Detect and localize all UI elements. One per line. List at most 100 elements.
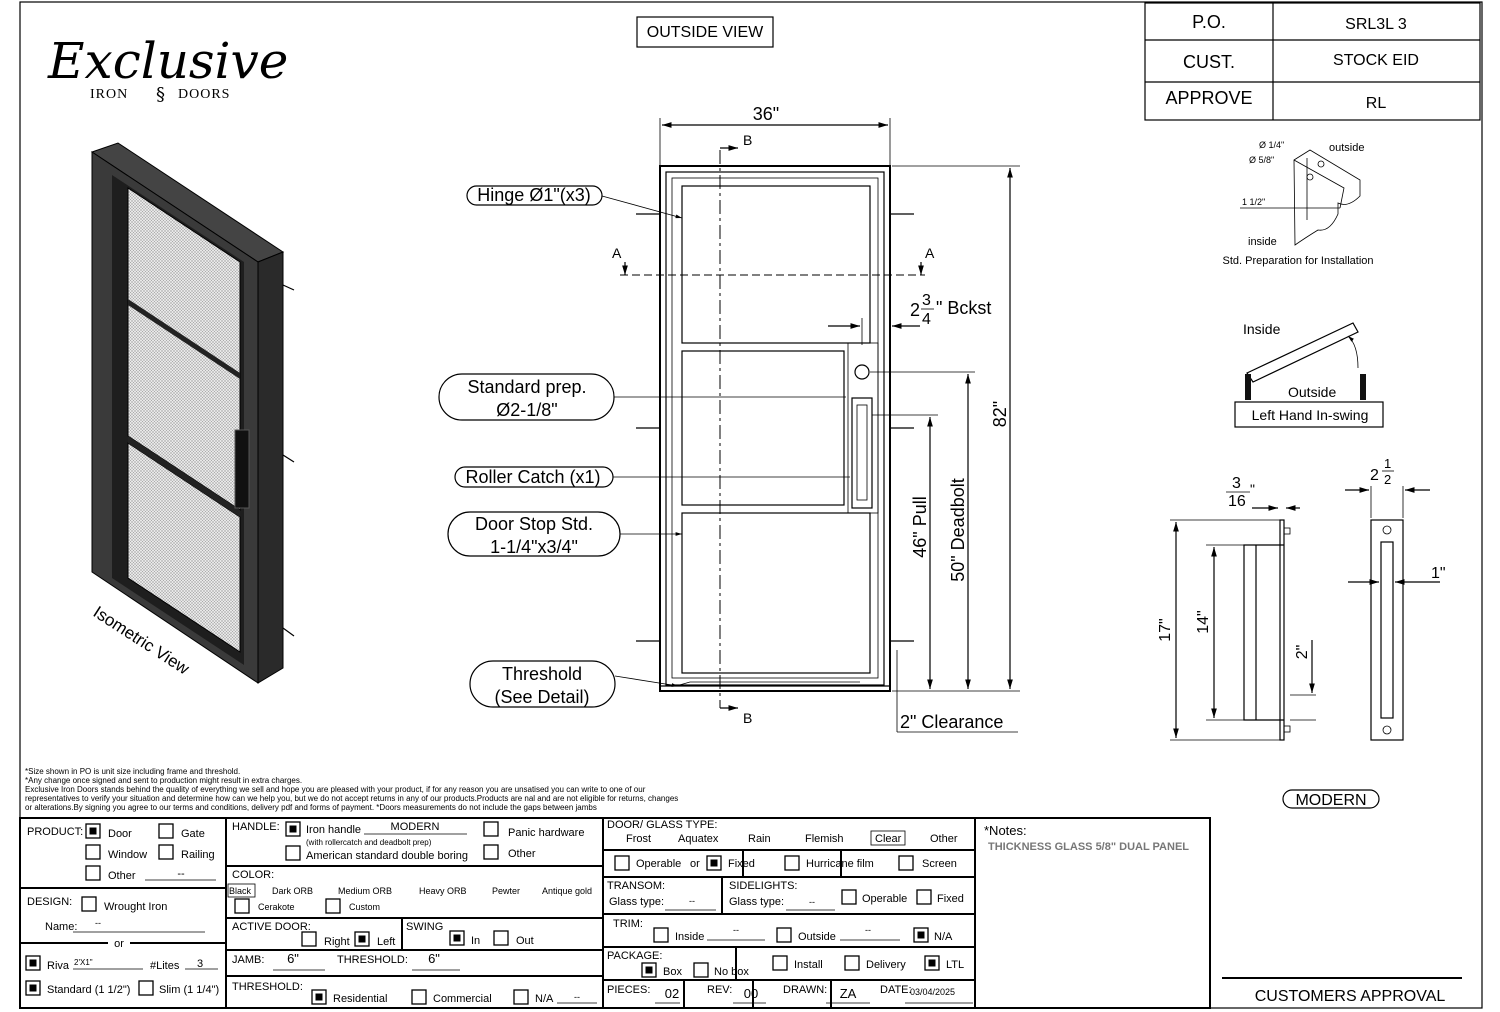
checkbox-fixed[interactable] xyxy=(706,855,722,871)
checkbox-box[interactable] xyxy=(483,821,499,837)
checkbox-box[interactable] xyxy=(693,962,709,978)
checkbox-window[interactable] xyxy=(85,844,101,860)
checkbox-box[interactable] xyxy=(844,955,860,971)
checkbox-american-standard[interactable] xyxy=(285,845,301,861)
svg-text:IRON: IRON xyxy=(90,87,128,102)
checkbox-box[interactable] xyxy=(493,930,509,946)
checkbox-box[interactable] xyxy=(81,896,97,912)
checkbox-product-other[interactable] xyxy=(85,865,101,881)
checkbox-ltl[interactable] xyxy=(924,955,940,971)
checkbox-box[interactable] xyxy=(411,989,427,1005)
svg-text:Door Stop Std.: Door Stop Std. xyxy=(475,514,593,534)
checkbox-box[interactable] xyxy=(138,980,154,996)
checkbox-box[interactable] xyxy=(483,844,499,860)
checkbox-box[interactable] xyxy=(898,855,914,871)
checkbox-door[interactable] xyxy=(85,823,101,839)
checkbox-screen[interactable] xyxy=(898,855,914,871)
svg-text:No box: No box xyxy=(714,966,749,978)
checkbox-trim-na[interactable] xyxy=(913,927,929,943)
checkbox-box[interactable] xyxy=(641,962,657,978)
svg-text:DATE:: DATE: xyxy=(880,984,912,996)
checkbox-swing-in[interactable] xyxy=(449,930,465,946)
checkbox-box[interactable] xyxy=(325,898,341,914)
checkbox-slim-frame[interactable] xyxy=(138,980,154,996)
checkbox-hurricane-film[interactable] xyxy=(784,855,800,871)
glass-option-rain[interactable]: Rain xyxy=(748,833,771,845)
door-elevation: B B A A 36" 82" 50" Deadbolt 46" Pull 2 … xyxy=(438,104,1020,733)
checkbox-box[interactable] xyxy=(85,865,101,881)
checkbox-trim-inside[interactable] xyxy=(653,927,669,943)
checkbox-sidelight-operable[interactable] xyxy=(841,889,857,905)
checkbox-iron-handle[interactable] xyxy=(285,821,301,837)
svg-text:TRIM:: TRIM: xyxy=(613,918,643,930)
color-option-heavy-orb[interactable]: Heavy ORB xyxy=(419,886,467,896)
color-option-antique-gold[interactable]: Antique gold xyxy=(542,886,592,896)
svg-text:THRESHOLD:: THRESHOLD: xyxy=(337,954,408,966)
svg-text:B: B xyxy=(743,710,752,726)
checkbox-box[interactable] xyxy=(513,989,529,1005)
checkbox-swing-out[interactable] xyxy=(493,930,509,946)
checkbox-box[interactable] xyxy=(301,931,317,947)
checkbox-operable[interactable] xyxy=(614,855,630,871)
svg-text:JAMB:: JAMB: xyxy=(232,954,264,966)
checkbox-residential[interactable] xyxy=(311,989,327,1005)
color-option-medium-orb[interactable]: Medium ORB xyxy=(338,886,392,896)
checkbox-panic-hardware[interactable] xyxy=(483,821,499,837)
color-option-pewter[interactable]: Pewter xyxy=(492,886,520,896)
checkbox-railing[interactable] xyxy=(158,844,174,860)
checkbox-box[interactable] xyxy=(841,889,857,905)
glass-option-other[interactable]: Other xyxy=(930,833,958,845)
checkbox-active-right[interactable] xyxy=(301,931,317,947)
checkbox-riva[interactable] xyxy=(25,955,41,971)
checkbox-no-box[interactable] xyxy=(693,962,709,978)
checkbox-wrought-iron[interactable] xyxy=(81,896,97,912)
glass-option-aquatex[interactable]: Aquatex xyxy=(678,833,719,845)
glass-option-frost[interactable]: Frost xyxy=(626,833,651,845)
height-dimension: 82" xyxy=(990,401,1010,427)
svg-text:Door: Door xyxy=(108,828,132,840)
svg-text:Gate: Gate xyxy=(181,828,205,840)
checkbox-box[interactable] xyxy=(772,955,788,971)
svg-text:--: -- xyxy=(574,992,580,1002)
checkmark-fill-icon xyxy=(289,825,297,833)
svg-text:Custom: Custom xyxy=(349,902,380,912)
checkbox-gate[interactable] xyxy=(158,823,174,839)
checkbox-box[interactable] xyxy=(234,898,250,914)
checkbox-standard-frame[interactable] xyxy=(25,980,41,996)
checkbox-box[interactable] xyxy=(614,855,630,871)
checkbox-cerakote[interactable] xyxy=(234,898,250,914)
checkbox-trim-outside[interactable] xyxy=(776,927,792,943)
checkbox-install[interactable] xyxy=(772,955,788,971)
glass-option-clear[interactable]: Clear xyxy=(875,833,902,845)
checkbox-handle-other[interactable] xyxy=(483,844,499,860)
svg-text:Exclusive: Exclusive xyxy=(47,32,288,90)
svg-text:3: 3 xyxy=(1232,475,1241,492)
checkbox-active-left[interactable] xyxy=(354,931,370,947)
glass-option-flemish[interactable]: Flemish xyxy=(805,833,844,845)
iron-handle-value: MODERN xyxy=(391,821,440,833)
checkbox-commercial[interactable] xyxy=(411,989,427,1005)
checkmark-fill-icon xyxy=(645,966,653,974)
deadbolt-dimension: 50" Deadbolt xyxy=(948,478,968,581)
checkbox-box[interactable] xyxy=(158,844,174,860)
checkbox-box[interactable] xyxy=(784,855,800,871)
svg-text:2: 2 xyxy=(1384,472,1391,487)
checkbox-box[interactable] xyxy=(85,844,101,860)
checkbox-box[interactable] xyxy=(285,845,301,861)
color-option-black[interactable]: Black xyxy=(229,886,252,896)
checkbox-box[interactable] xyxy=(653,927,669,943)
checkmark-fill-icon xyxy=(710,859,718,867)
svg-text:inside: inside xyxy=(1248,236,1277,248)
checkbox-delivery[interactable] xyxy=(844,955,860,971)
checkbox-sidelight-fixed[interactable] xyxy=(916,889,932,905)
checkbox-box[interactable] xyxy=(916,889,932,905)
svg-text:Panic hardware: Panic hardware xyxy=(508,827,584,839)
checkbox-box[interactable] xyxy=(158,823,174,839)
checkbox-box[interactable] xyxy=(776,927,792,943)
color-option-dark-orb[interactable]: Dark ORB xyxy=(272,886,313,896)
checkbox-threshold-na[interactable] xyxy=(513,989,529,1005)
checkbox-custom[interactable] xyxy=(325,898,341,914)
disclaimer-text: *Size shown in PO is unit size including… xyxy=(25,767,678,812)
view-title: OUTSIDE VIEW xyxy=(647,24,764,41)
